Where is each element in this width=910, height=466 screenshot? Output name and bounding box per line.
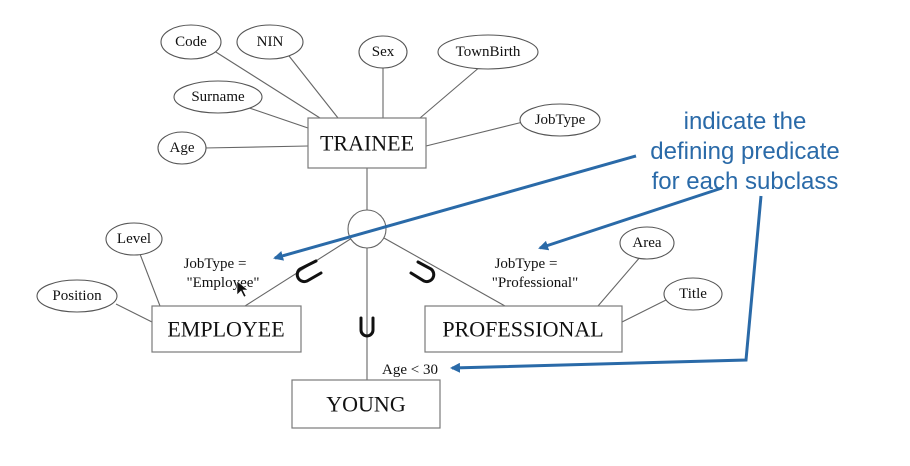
entity-young: YOUNG <box>291 379 441 429</box>
entity-trainee: TRAINEE <box>307 117 427 169</box>
arrow-to-employee <box>273 154 637 261</box>
attr-title-label: Title <box>679 286 707 302</box>
attr-code-label: Code <box>175 34 207 50</box>
entity-professional-label: PROFESSIONAL <box>442 317 603 342</box>
attr-title: Title <box>663 277 723 311</box>
attr-nin-label: NIN <box>257 34 284 50</box>
attr-townbirth: TownBirth <box>437 34 539 70</box>
predicate-employee-line1: JobType = <box>184 256 247 272</box>
employee-subset-symbol <box>295 259 323 284</box>
attr-townbirth-label: TownBirth <box>456 44 521 60</box>
entity-trainee-label: TRAINEE <box>320 131 414 156</box>
attr-nin: NIN <box>236 24 304 60</box>
professional-subset-symbol <box>409 260 436 284</box>
attr-jobtype-label: JobType <box>535 112 586 128</box>
attr-surname: Surname <box>173 80 263 114</box>
predicate-professional-line1: JobType = <box>495 256 558 272</box>
predicate-professional-line2: "Professional" <box>492 275 578 291</box>
predicate-employee-line2: "Employee" <box>186 275 259 291</box>
attr-level: Level <box>105 222 163 256</box>
isa-circle <box>347 209 387 249</box>
entity-employee-label: EMPLOYEE <box>167 317 284 342</box>
arrow-to-professional <box>538 186 723 251</box>
attr-area: Area <box>619 226 675 260</box>
attr-position-label: Position <box>52 288 102 304</box>
annotation-line1: indicate the <box>684 108 807 135</box>
attr-jobtype: JobType <box>519 103 601 137</box>
annotation-line3: for each subclass <box>652 168 839 195</box>
predicate-young: Age < 30 <box>382 362 438 378</box>
connector-lines <box>115 41 667 380</box>
attr-level-label: Level <box>117 231 151 247</box>
attr-code: Code <box>160 24 222 60</box>
annotation-arrows <box>273 154 763 373</box>
young-subset-symbol <box>359 316 375 338</box>
entity-employee: EMPLOYEE <box>151 305 302 353</box>
entity-young-label: YOUNG <box>326 392 406 417</box>
attr-sex-label: Sex <box>372 44 395 60</box>
attr-position: Position <box>36 279 118 313</box>
arrow-to-young <box>450 195 763 373</box>
attr-sex: Sex <box>358 35 408 69</box>
annotation-line2: defining predicate <box>650 138 839 165</box>
attr-area-label: Area <box>632 235 661 251</box>
cursor-icon <box>236 280 249 298</box>
attr-age-label: Age <box>170 140 195 156</box>
attr-age: Age <box>157 131 207 165</box>
attr-surname-label: Surname <box>191 89 245 105</box>
entity-professional: PROFESSIONAL <box>424 305 623 353</box>
